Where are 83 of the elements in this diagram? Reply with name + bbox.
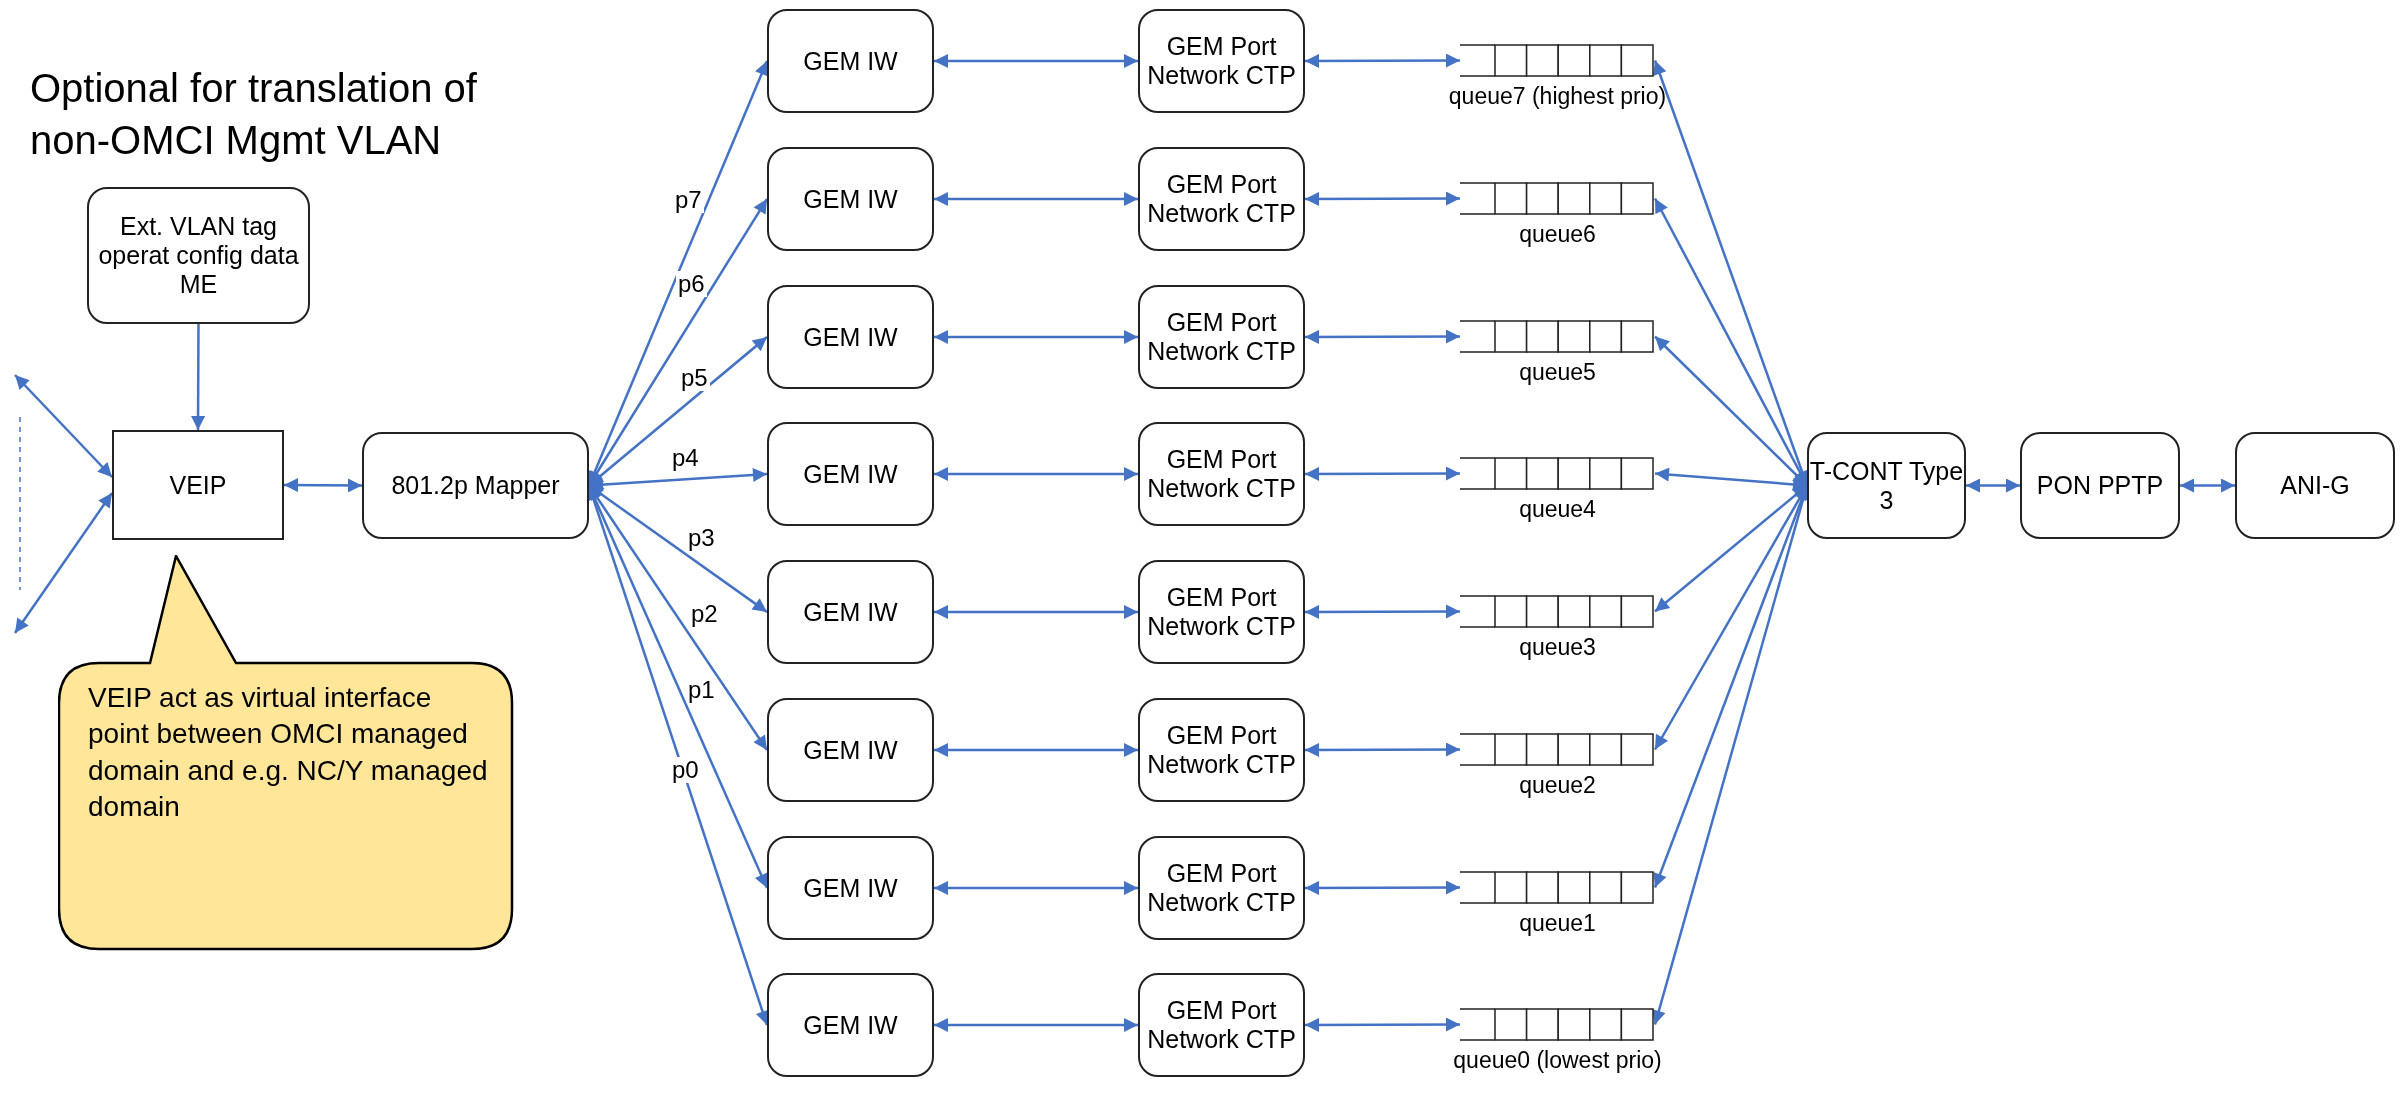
process-box: [767, 973, 934, 1077]
box-label: GEM Port Network CTP: [1146, 859, 1297, 917]
box-label: GEM Port Network CTP: [1146, 445, 1297, 503]
box-label: GEM Port Network CTP: [1146, 721, 1297, 779]
arrow: [284, 478, 362, 493]
arrow: [1305, 466, 1460, 481]
process-box: [767, 422, 934, 526]
queue-label: queue4: [1518, 496, 1597, 523]
process-box: [1138, 836, 1305, 940]
arrow: [1305, 742, 1460, 757]
process-box: [767, 9, 934, 113]
process-box: [1138, 9, 1305, 113]
queue-label: queue3: [1518, 634, 1597, 661]
process-box: [767, 560, 934, 664]
arrow: [588, 484, 768, 613]
queue-label: queue7 (highest prio): [1447, 83, 1668, 110]
arrow: [1305, 53, 1460, 68]
queue-label: queue5: [1518, 359, 1597, 386]
arrow: [934, 192, 1138, 206]
box-label: ANI-G: [2280, 471, 2350, 500]
queue-label: queue6: [1518, 221, 1597, 248]
box-label: GEM IW: [803, 873, 898, 903]
arrow: [191, 324, 206, 430]
arrow: [13, 492, 114, 634]
arrow: [934, 1018, 1138, 1032]
arrow: [934, 330, 1138, 344]
arrow: [934, 881, 1138, 895]
arrow: [1305, 880, 1460, 895]
process-box: [1138, 698, 1305, 802]
box-label: GEM IW: [803, 46, 898, 76]
edge-label: p1: [686, 677, 717, 703]
queue-label: queue0 (lowest prio): [1452, 1047, 1663, 1074]
edge-label: p6: [676, 271, 707, 297]
arrow: [2180, 478, 2235, 493]
box-label: GEM IW: [803, 1010, 898, 1040]
arrow: [1654, 335, 1808, 487]
box-label: GEM IW: [803, 184, 898, 214]
arrow: [934, 743, 1138, 757]
queue-label: queue1: [1518, 910, 1597, 937]
arrow: [934, 605, 1138, 619]
process-box: [767, 698, 934, 802]
process-box: [767, 836, 934, 940]
process-box: [112, 430, 284, 540]
process-box: [1138, 560, 1305, 664]
box-label: PON PPTP: [2036, 471, 2164, 500]
queue-label: queue2: [1518, 772, 1597, 799]
arrow: [1305, 329, 1460, 344]
arrow: [934, 467, 1138, 481]
box-label: GEM IW: [803, 597, 898, 627]
box-label: T-CONT Type 3: [1809, 456, 1964, 515]
arrow: [1654, 484, 1808, 613]
box-label: VEIP: [169, 470, 227, 500]
process-box: [1807, 432, 1966, 539]
edge-label: p0: [670, 757, 701, 783]
process-box: [767, 147, 934, 251]
callout-text: VEIP act as virtual interface point between OMCI managed domain and e.g. NC/Y managed domain: [88, 681, 488, 825]
arrow: [934, 54, 1138, 68]
arrow: [1654, 467, 1808, 492]
process-box: [1138, 285, 1305, 389]
process-box: [767, 285, 934, 389]
box-label: GEM Port Network CTP: [1146, 32, 1297, 90]
process-box: [1138, 422, 1305, 526]
box-label: GEM IW: [803, 322, 898, 352]
process-box: [1138, 147, 1305, 251]
box-label: Ext. VLAN tag operat config data ME: [97, 212, 300, 299]
process-box: [87, 187, 310, 324]
box-label: GEM Port Network CTP: [1146, 583, 1297, 641]
process-box: [2235, 432, 2395, 539]
arrow: [1305, 604, 1460, 619]
title: Optional for translation of non-OMCI Mgmt VLAN: [30, 65, 478, 164]
arrow: [1305, 191, 1460, 206]
arrow: [1966, 478, 2020, 493]
process-box: [362, 432, 589, 539]
arrow: [1305, 1017, 1460, 1032]
box-label: GEM IW: [803, 459, 898, 489]
box-label: GEM Port Network CTP: [1146, 308, 1297, 366]
arrow: [14, 374, 113, 478]
box-label: GEM IW: [803, 735, 898, 765]
process-box: [1138, 973, 1305, 1077]
box-label: 801.2p Mapper: [391, 471, 560, 500]
process-box: [2020, 432, 2180, 539]
box-label: GEM Port Network CTP: [1146, 996, 1297, 1054]
box-label: GEM Port Network CTP: [1146, 170, 1297, 228]
